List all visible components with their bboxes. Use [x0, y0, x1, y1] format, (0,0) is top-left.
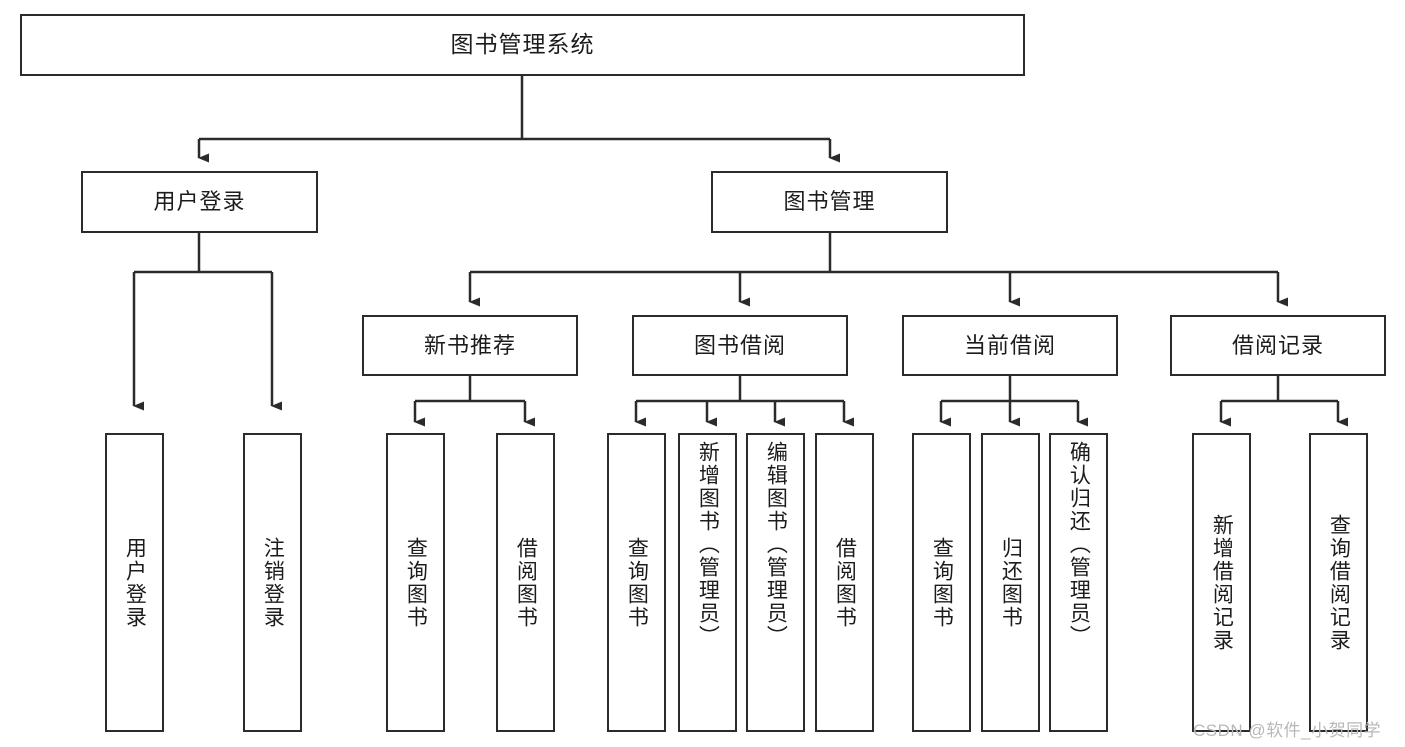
node-leaf-query-book-3[interactable]: 查询图书	[912, 433, 971, 732]
node-book-borrow[interactable]: 图书借阅	[632, 315, 848, 376]
node-leaf-add-record-label: 新增借阅记录	[1210, 513, 1234, 652]
node-leaf-query-book-2-label: 查询图书	[625, 536, 649, 629]
node-book-manage[interactable]: 图书管理	[711, 171, 948, 233]
node-leaf-return-book-label: 归还图书	[999, 536, 1023, 629]
node-borrow-record-label: 借阅记录	[1231, 332, 1324, 358]
node-borrow-record[interactable]: 借阅记录	[1170, 315, 1386, 376]
node-leaf-borrow-book-1[interactable]: 借阅图书	[496, 433, 555, 732]
node-leaf-query-book-1[interactable]: 查询图书	[386, 433, 445, 732]
node-leaf-query-record[interactable]: 查询借阅记录	[1309, 433, 1368, 732]
node-leaf-add-book-label: 新增图书（管理员）	[696, 441, 720, 648]
node-leaf-confirm-return[interactable]: 确认归还（管理员）	[1049, 433, 1108, 732]
node-new-book-recommend[interactable]: 新书推荐	[362, 315, 578, 376]
node-leaf-user-login[interactable]: 用户登录	[105, 433, 164, 732]
node-current-borrow[interactable]: 当前借阅	[902, 315, 1118, 376]
node-leaf-borrow-book-1-label: 借阅图书	[514, 536, 538, 629]
node-leaf-confirm-return-label: 确认归还（管理员）	[1067, 441, 1091, 648]
node-user-login-label: 用户登录	[153, 189, 246, 215]
node-leaf-logout-login-label: 注销登录	[261, 536, 285, 629]
node-new-book-recommend-label: 新书推荐	[423, 332, 516, 358]
node-root-label: 图书管理系统	[450, 31, 595, 58]
node-leaf-query-book-3-label: 查询图书	[930, 536, 954, 629]
csdn-watermark: CSDN @软件_小贺同学	[1193, 721, 1382, 740]
node-leaf-query-book-1-label: 查询图书	[404, 536, 428, 629]
node-root[interactable]: 图书管理系统	[20, 14, 1025, 76]
node-leaf-borrow-book-2[interactable]: 借阅图书	[815, 433, 874, 732]
node-leaf-edit-book[interactable]: 编辑图书（管理员）	[746, 433, 805, 732]
node-leaf-add-book[interactable]: 新增图书（管理员）	[678, 433, 737, 732]
node-book-borrow-label: 图书借阅	[693, 332, 786, 358]
node-leaf-edit-book-label: 编辑图书（管理员）	[764, 441, 788, 648]
node-leaf-add-record[interactable]: 新增借阅记录	[1192, 433, 1251, 732]
node-leaf-user-login-label: 用户登录	[123, 536, 147, 629]
node-leaf-logout-login[interactable]: 注销登录	[243, 433, 302, 732]
node-leaf-borrow-book-2-label: 借阅图书	[833, 536, 857, 629]
node-leaf-query-book-2[interactable]: 查询图书	[607, 433, 666, 732]
node-leaf-return-book[interactable]: 归还图书	[981, 433, 1040, 732]
node-leaf-query-record-label: 查询借阅记录	[1327, 513, 1351, 652]
node-book-manage-label: 图书管理	[783, 189, 876, 215]
node-user-login[interactable]: 用户登录	[81, 171, 318, 233]
node-current-borrow-label: 当前借阅	[963, 332, 1056, 358]
